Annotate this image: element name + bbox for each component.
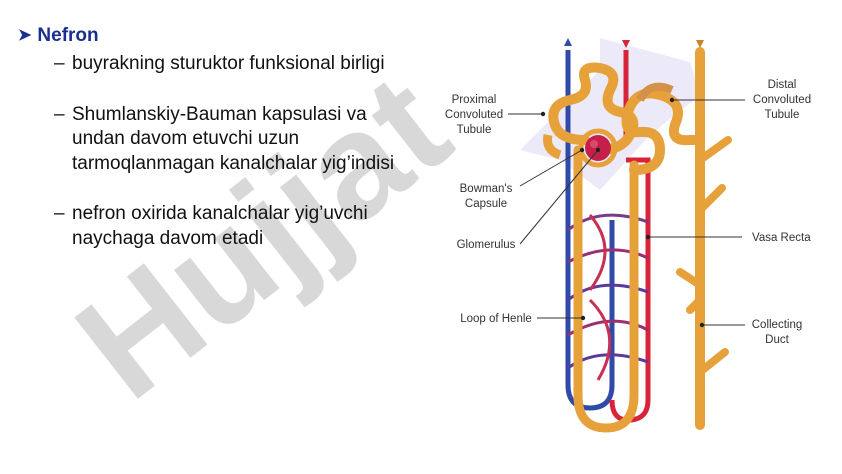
label-glomerulus: Glomerulus: [457, 239, 516, 251]
svg-text:Duct: Duct: [765, 334, 789, 346]
loop-of-henle: [573, 145, 639, 433]
dash-marker: –: [54, 203, 65, 224]
label-proximal: Proximal Convoluted Tubule: [445, 94, 503, 136]
svg-text:Distal: Distal: [768, 79, 797, 91]
leader-dots: [540, 97, 705, 328]
svg-text:Tubule: Tubule: [457, 124, 492, 136]
bullet-item: – Shumlanskiy-Bauman kapsulasi va undan …: [54, 103, 418, 177]
svg-text:Proximal: Proximal: [452, 94, 497, 106]
bowmans-capsule: [578, 128, 618, 168]
collecting-branches: [676, 136, 732, 376]
bullet-item: – nefron oxirida kanalchalar yig’uvchi n…: [54, 202, 418, 251]
svg-text:Capsule: Capsule: [465, 198, 507, 210]
proximal-convoluted-tubule: [548, 62, 639, 155]
arrow-marker-icon: ➤: [18, 27, 32, 44]
section-heading: ➤ Nefron: [18, 24, 418, 48]
leader-lines: [508, 99, 745, 326]
label-bowman: Bowman's Capsule: [460, 183, 513, 210]
dash-marker: –: [54, 53, 65, 74]
svg-text:Bowman's: Bowman's: [460, 183, 513, 195]
bullet-text: nefron oxirida kanalchalar yig’uvchi nay…: [72, 203, 368, 249]
svg-text:Convoluted: Convoluted: [753, 94, 811, 106]
vein-vessel: [565, 50, 615, 411]
label-collecting: Collecting Duct: [752, 319, 803, 346]
svg-text:Collecting: Collecting: [752, 319, 803, 331]
bullet-text: Shumlanskiy-Bauman kapsulasi va undan da…: [72, 103, 395, 174]
dash-marker: –: [54, 103, 65, 125]
label-vasa-recta: Vasa Recta: [752, 232, 811, 244]
background-arrow-shape: [520, 38, 700, 190]
heading-text: Nefron: [37, 25, 99, 46]
label-distal: Distal Convoluted Tubule: [753, 79, 811, 121]
bullet-text: buyrakning sturuktor funksional birligi: [72, 53, 385, 74]
label-loop-of-henle: Loop of Henle: [460, 313, 532, 325]
down-arrow-icon: [696, 40, 704, 48]
up-arrow-icon: [564, 38, 572, 46]
down-arrow-icon: [622, 40, 630, 48]
bullet-list: ➤ Nefron – buyrakning sturuktor funksion…: [18, 24, 418, 251]
svg-text:Tubule: Tubule: [765, 109, 800, 121]
bullet-item: – buyrakning sturuktor funksional birlig…: [54, 52, 418, 77]
svg-text:Convoluted: Convoluted: [445, 109, 503, 121]
distal-convoluted-tubule: [621, 88, 705, 175]
